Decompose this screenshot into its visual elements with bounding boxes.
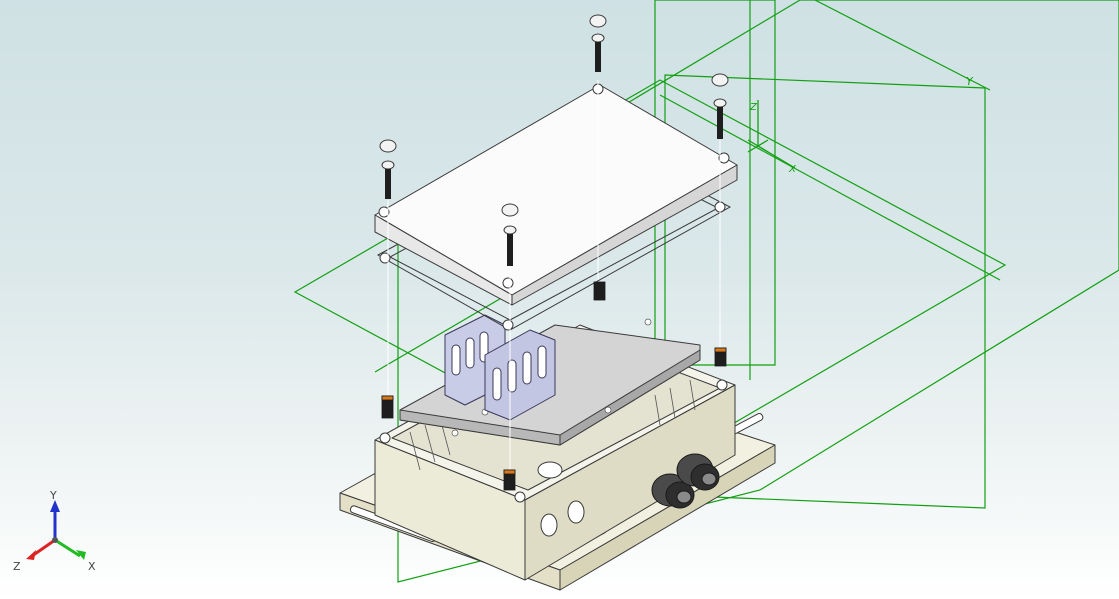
standoff[interactable] xyxy=(503,469,516,491)
standoff[interactable] xyxy=(593,281,606,301)
plane-edge xyxy=(814,0,991,91)
cable-hole xyxy=(567,500,585,524)
triad-x-label: X xyxy=(88,560,96,573)
plane-y-label: Y xyxy=(966,75,974,88)
lid-screw-hole xyxy=(378,206,390,218)
standoffs[interactable] xyxy=(381,281,727,491)
cable-glands[interactable] xyxy=(651,453,720,509)
origin-x-label: X xyxy=(788,164,797,175)
origin-marker[interactable]: Z X xyxy=(747,100,797,175)
origin-z-label: Z xyxy=(749,102,758,113)
lid-screw-hole xyxy=(718,152,730,164)
cable-gland[interactable] xyxy=(651,473,695,509)
triad-origin xyxy=(52,537,58,543)
triad-y-axis: Y xyxy=(49,489,60,540)
lid-screw[interactable] xyxy=(379,139,397,199)
view-triad[interactable]: Y X Z xyxy=(13,489,96,573)
lid-screw-hole xyxy=(502,277,514,289)
cable-hole xyxy=(540,513,558,537)
triad-y-label: Y xyxy=(49,489,57,502)
front-plane[interactable] xyxy=(654,0,776,366)
lid-screw[interactable] xyxy=(589,14,607,72)
screws[interactable] xyxy=(379,14,729,470)
triad-z-label: Z xyxy=(13,560,21,573)
plane-edge xyxy=(659,94,1001,281)
cable-hole xyxy=(537,461,563,479)
standoff[interactable] xyxy=(714,347,727,367)
triad-x-axis: X xyxy=(54,538,96,573)
triad-z-axis: Z xyxy=(13,538,56,573)
lid-screw[interactable] xyxy=(711,73,729,139)
enclosure-lid[interactable] xyxy=(374,83,738,306)
lid-screw[interactable] xyxy=(501,203,519,266)
standoff[interactable] xyxy=(381,395,394,419)
cable-gland[interactable] xyxy=(676,453,720,491)
din-bracket-right[interactable] xyxy=(484,329,556,421)
